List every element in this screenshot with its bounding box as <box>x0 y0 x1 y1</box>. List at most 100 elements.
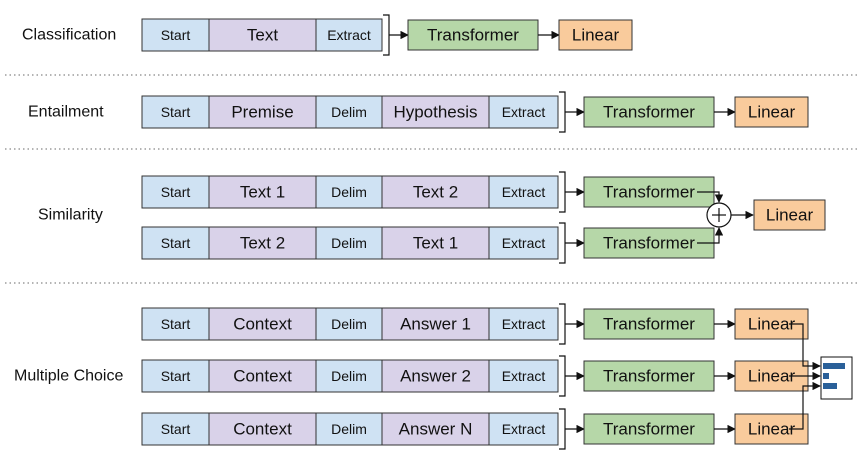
token-answer-n <box>381 412 490 446</box>
task-label-entailment: Entailment <box>28 104 104 121</box>
softmax-bar-icon <box>823 373 829 379</box>
input-bracket <box>559 303 566 345</box>
token-context <box>208 412 317 446</box>
token-label-delim: Delim <box>331 235 367 251</box>
input-bracket <box>383 14 390 56</box>
token-label-context: Context <box>233 420 292 439</box>
transformer-block <box>583 176 715 208</box>
transformer-block <box>583 308 715 340</box>
linear-label: Linear <box>766 206 814 225</box>
task-label-multiple-choice: Multiple Choice <box>14 368 123 385</box>
transformer-block <box>583 96 715 128</box>
task-label-similarity: Similarity <box>38 207 103 224</box>
token-label-extract: Extract <box>502 316 546 332</box>
token-label-start: Start <box>161 104 191 120</box>
token-delim <box>315 359 383 393</box>
token-label-extract: Extract <box>502 184 546 200</box>
token-delim <box>315 412 383 446</box>
task-label-classification: Classification <box>22 27 116 44</box>
token-label-start: Start <box>161 235 191 251</box>
token-label-extract: Extract <box>327 27 371 43</box>
token-label-delim: Delim <box>331 421 367 437</box>
token-label-extract: Extract <box>502 104 546 120</box>
transformer-block <box>407 19 539 51</box>
token-label-extract: Extract <box>502 368 546 384</box>
softmax-bar-icon <box>823 383 837 389</box>
transformer-label: Transformer <box>427 26 519 45</box>
token-context <box>208 359 317 393</box>
token-label-start: Start <box>161 421 191 437</box>
token-label-delim: Delim <box>331 368 367 384</box>
transformer-label: Transformer <box>603 183 695 202</box>
token-extract <box>488 226 559 260</box>
linear-block <box>753 199 826 231</box>
token-extract <box>488 307 559 341</box>
token-label-answer-1: Answer 1 <box>400 315 471 334</box>
token-hypothesis <box>381 95 490 129</box>
token-extract <box>488 359 559 393</box>
token-label-text-2: Text 2 <box>413 183 458 202</box>
token-answer-1 <box>381 307 490 341</box>
token-label-premise: Premise <box>231 103 293 122</box>
sum-connector-top <box>697 191 724 203</box>
token-label-hypothesis: Hypothesis <box>393 103 477 122</box>
token-label-answer-2: Answer 2 <box>400 367 471 386</box>
token-text-2 <box>381 175 490 209</box>
choice-connector-3 <box>789 381 821 430</box>
token-start <box>141 307 210 341</box>
token-label-text-2: Text 2 <box>240 234 285 253</box>
transformer-block <box>583 413 715 445</box>
token-label-answer-n: Answer N <box>399 420 473 439</box>
linear-block <box>734 308 809 340</box>
input-bracket <box>559 222 566 264</box>
token-label-start: Start <box>161 368 191 384</box>
token-label-start: Start <box>161 316 191 332</box>
token-label-text-1: Text 1 <box>240 183 285 202</box>
linear-label: Linear <box>572 26 620 45</box>
linear-block <box>734 96 809 128</box>
token-label-context: Context <box>233 315 292 334</box>
softmax-bar-icon <box>823 363 845 369</box>
linear-label: Linear <box>748 367 796 386</box>
transformer-label: Transformer <box>603 315 695 334</box>
token-extract <box>488 412 559 446</box>
token-start <box>141 359 210 393</box>
token-label-text-1: Text 1 <box>413 234 458 253</box>
input-bracket <box>559 355 566 397</box>
transformer-label: Transformer <box>603 103 695 122</box>
input-bracket <box>559 408 566 450</box>
token-label-context: Context <box>233 367 292 386</box>
token-start <box>141 175 210 209</box>
transformer-block <box>583 227 715 259</box>
choice-connector-1 <box>789 323 821 371</box>
token-label-start: Start <box>161 27 191 43</box>
token-label-extract: Extract <box>502 235 546 251</box>
linear-label: Linear <box>748 315 796 334</box>
sum-connector-bottom <box>697 227 724 244</box>
token-label-start: Start <box>161 184 191 200</box>
linear-label: Linear <box>748 420 796 439</box>
transformer-label: Transformer <box>603 234 695 253</box>
token-extract <box>488 95 559 129</box>
token-label-extract: Extract <box>502 421 546 437</box>
token-label-delim: Delim <box>331 104 367 120</box>
token-delim <box>315 175 383 209</box>
token-start <box>141 95 210 129</box>
input-bracket <box>559 171 566 213</box>
token-text <box>208 18 317 52</box>
token-context <box>208 307 317 341</box>
token-delim <box>315 226 383 260</box>
input-bracket <box>559 91 566 133</box>
transformer-label: Transformer <box>603 367 695 386</box>
linear-label: Linear <box>748 103 796 122</box>
token-label-delim: Delim <box>331 184 367 200</box>
token-delim <box>315 95 383 129</box>
transformer-block <box>583 360 715 392</box>
token-label-text: Text <box>247 26 278 45</box>
token-extract <box>315 18 383 52</box>
token-label-delim: Delim <box>331 316 367 332</box>
transformer-label: Transformer <box>603 420 695 439</box>
linear-block <box>558 19 633 51</box>
